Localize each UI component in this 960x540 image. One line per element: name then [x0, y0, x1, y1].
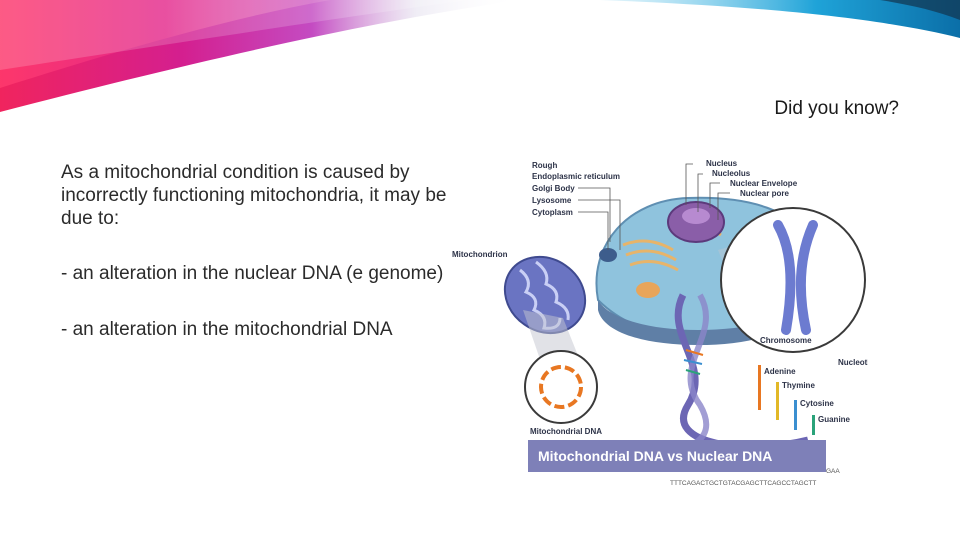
label-nucleolus: Nucleolus — [712, 169, 751, 178]
body-text: As a mitochondrial condition is caused b… — [61, 162, 451, 375]
label-adenine: Adenine — [764, 367, 796, 376]
label-guanine: Guanine — [818, 415, 851, 424]
guanine-bar — [812, 415, 815, 435]
label-nuclear-envelope: Nuclear Envelope — [730, 179, 798, 188]
sequence-fragment: GAA — [826, 468, 840, 475]
banner-text: Mitochondrial DNA vs Nuclear DNA — [538, 448, 772, 464]
cell-diagram: Rough Endoplasmic reticulum Golgi Body L… — [452, 159, 868, 487]
paragraph-mitochondrial-dna: - an alteration in the mitochondrial DNA — [61, 319, 393, 341]
mtdna-ring — [539, 365, 583, 409]
label-rough: Rough — [532, 161, 557, 170]
mtdna-circle — [524, 350, 598, 424]
paragraph-nuclear-dna: - an alteration in the nuclear DNA (e ge… — [61, 263, 444, 285]
label-mtdna: Mitochondrial DNA — [530, 427, 602, 436]
label-er: Endoplasmic reticulum — [532, 172, 620, 181]
chromosome — [773, 220, 818, 335]
paragraph-intro: As a mitochondrial condition is caused b… — [61, 162, 447, 229]
label-mitochondrion: Mitochondrion — [452, 250, 508, 259]
label-golgi: Golgi Body — [532, 184, 575, 193]
banner-box — [528, 440, 826, 472]
label-nucleotides: Nucleotides — [838, 358, 868, 367]
label-lysosome: Lysosome — [532, 196, 572, 205]
nucleolus — [682, 208, 710, 224]
label-nucleus: Nucleus — [706, 159, 738, 168]
label-thymine: Thymine — [782, 381, 815, 390]
cytosine-bar — [794, 400, 797, 430]
label-cytosine: Cytosine — [800, 399, 834, 408]
adenine-bar — [758, 365, 761, 410]
thymine-bar — [776, 382, 779, 420]
dna-sequence: TTTCAGACTGCTGTACGAGCTTCAGCCTAGCTT — [670, 480, 816, 487]
label-chromosome: Chromosome — [760, 336, 812, 345]
decorative-swoosh — [0, 0, 960, 112]
label-nuclear-pore: Nuclear pore — [740, 189, 789, 198]
leader-lines — [578, 163, 730, 250]
lysosome — [599, 248, 617, 262]
label-cytoplasm: Cytoplasm — [532, 208, 573, 217]
cytoplasm-organelle — [636, 282, 660, 298]
slide-title: Did you know? — [774, 98, 899, 119]
